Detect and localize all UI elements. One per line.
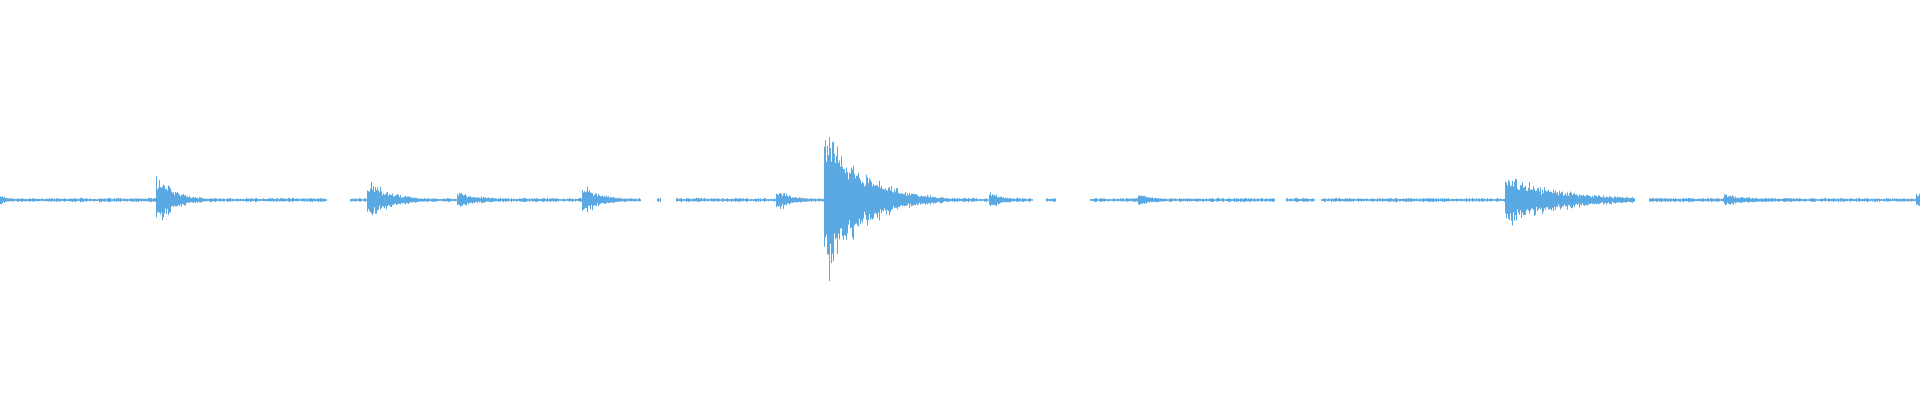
waveform-samples [0, 137, 1920, 282]
waveform-trace [0, 137, 1920, 282]
